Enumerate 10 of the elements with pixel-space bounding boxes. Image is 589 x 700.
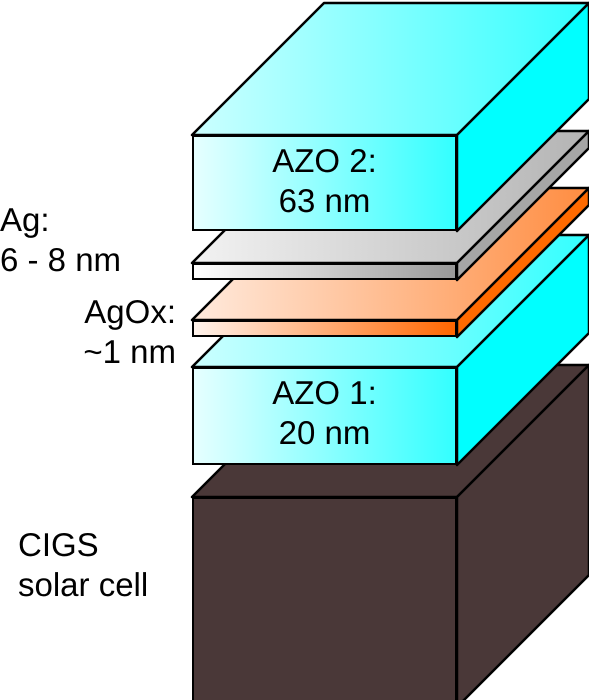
layer-front-face xyxy=(192,497,457,700)
layer-front-face xyxy=(192,367,457,465)
layer-label: AgOx: ~1 nm xyxy=(82,292,176,372)
layer-label: AZO 2: 63 nm xyxy=(271,141,378,221)
layer-front-face xyxy=(192,135,457,231)
layer-label: CIGS solar cell xyxy=(18,525,150,605)
layer-label: Ag: 6 - 8 nm xyxy=(0,200,122,280)
layer-front-face xyxy=(192,320,457,337)
layer-label: AZO 1: 20 nm xyxy=(271,373,378,453)
layer-front-face xyxy=(192,263,457,280)
